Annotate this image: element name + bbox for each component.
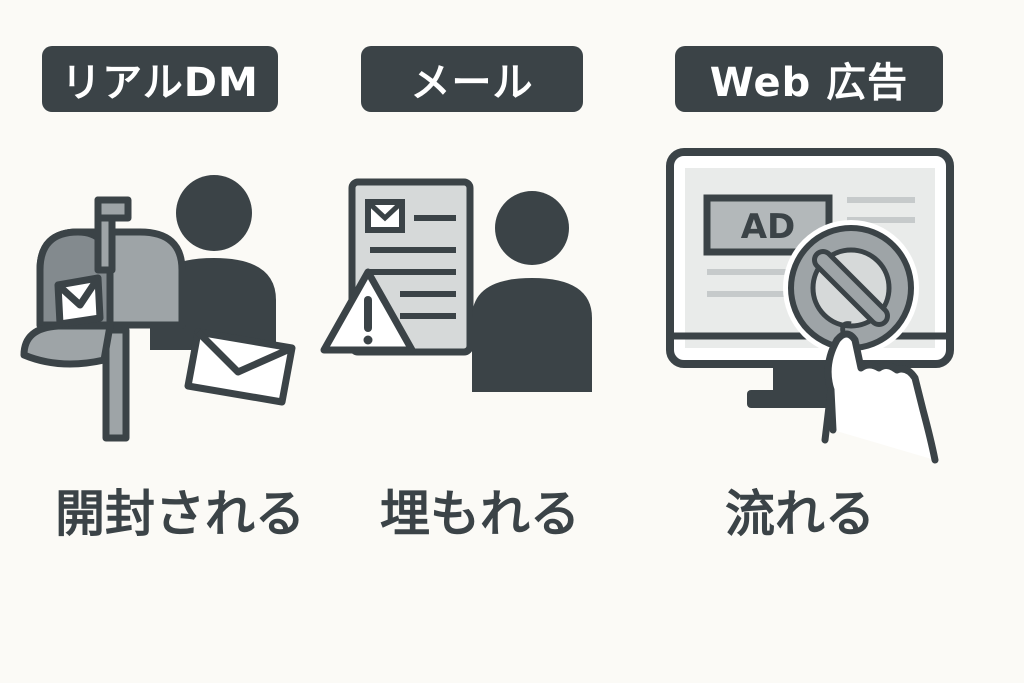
mailbox-icon [20, 196, 186, 442]
ad-label: AD [741, 207, 796, 247]
label-email: メール [361, 46, 583, 112]
envelope-icon [184, 328, 296, 406]
label-web-ad: Web 広告 [675, 46, 943, 112]
email-illustration [320, 178, 592, 392]
hand-icon [821, 321, 939, 464]
real-dm-illustration [20, 175, 296, 442]
prohibited-icon [783, 220, 919, 356]
person-icon [472, 191, 592, 392]
caption-buried: 埋もれる [380, 485, 580, 543]
warning-icon [320, 268, 416, 354]
caption-flows-by: 流れる [725, 485, 875, 543]
label-real-dm: リアルDM [42, 46, 278, 112]
caption-opened: 開封される [55, 485, 305, 543]
web-ad-illustration: AD [666, 148, 954, 464]
